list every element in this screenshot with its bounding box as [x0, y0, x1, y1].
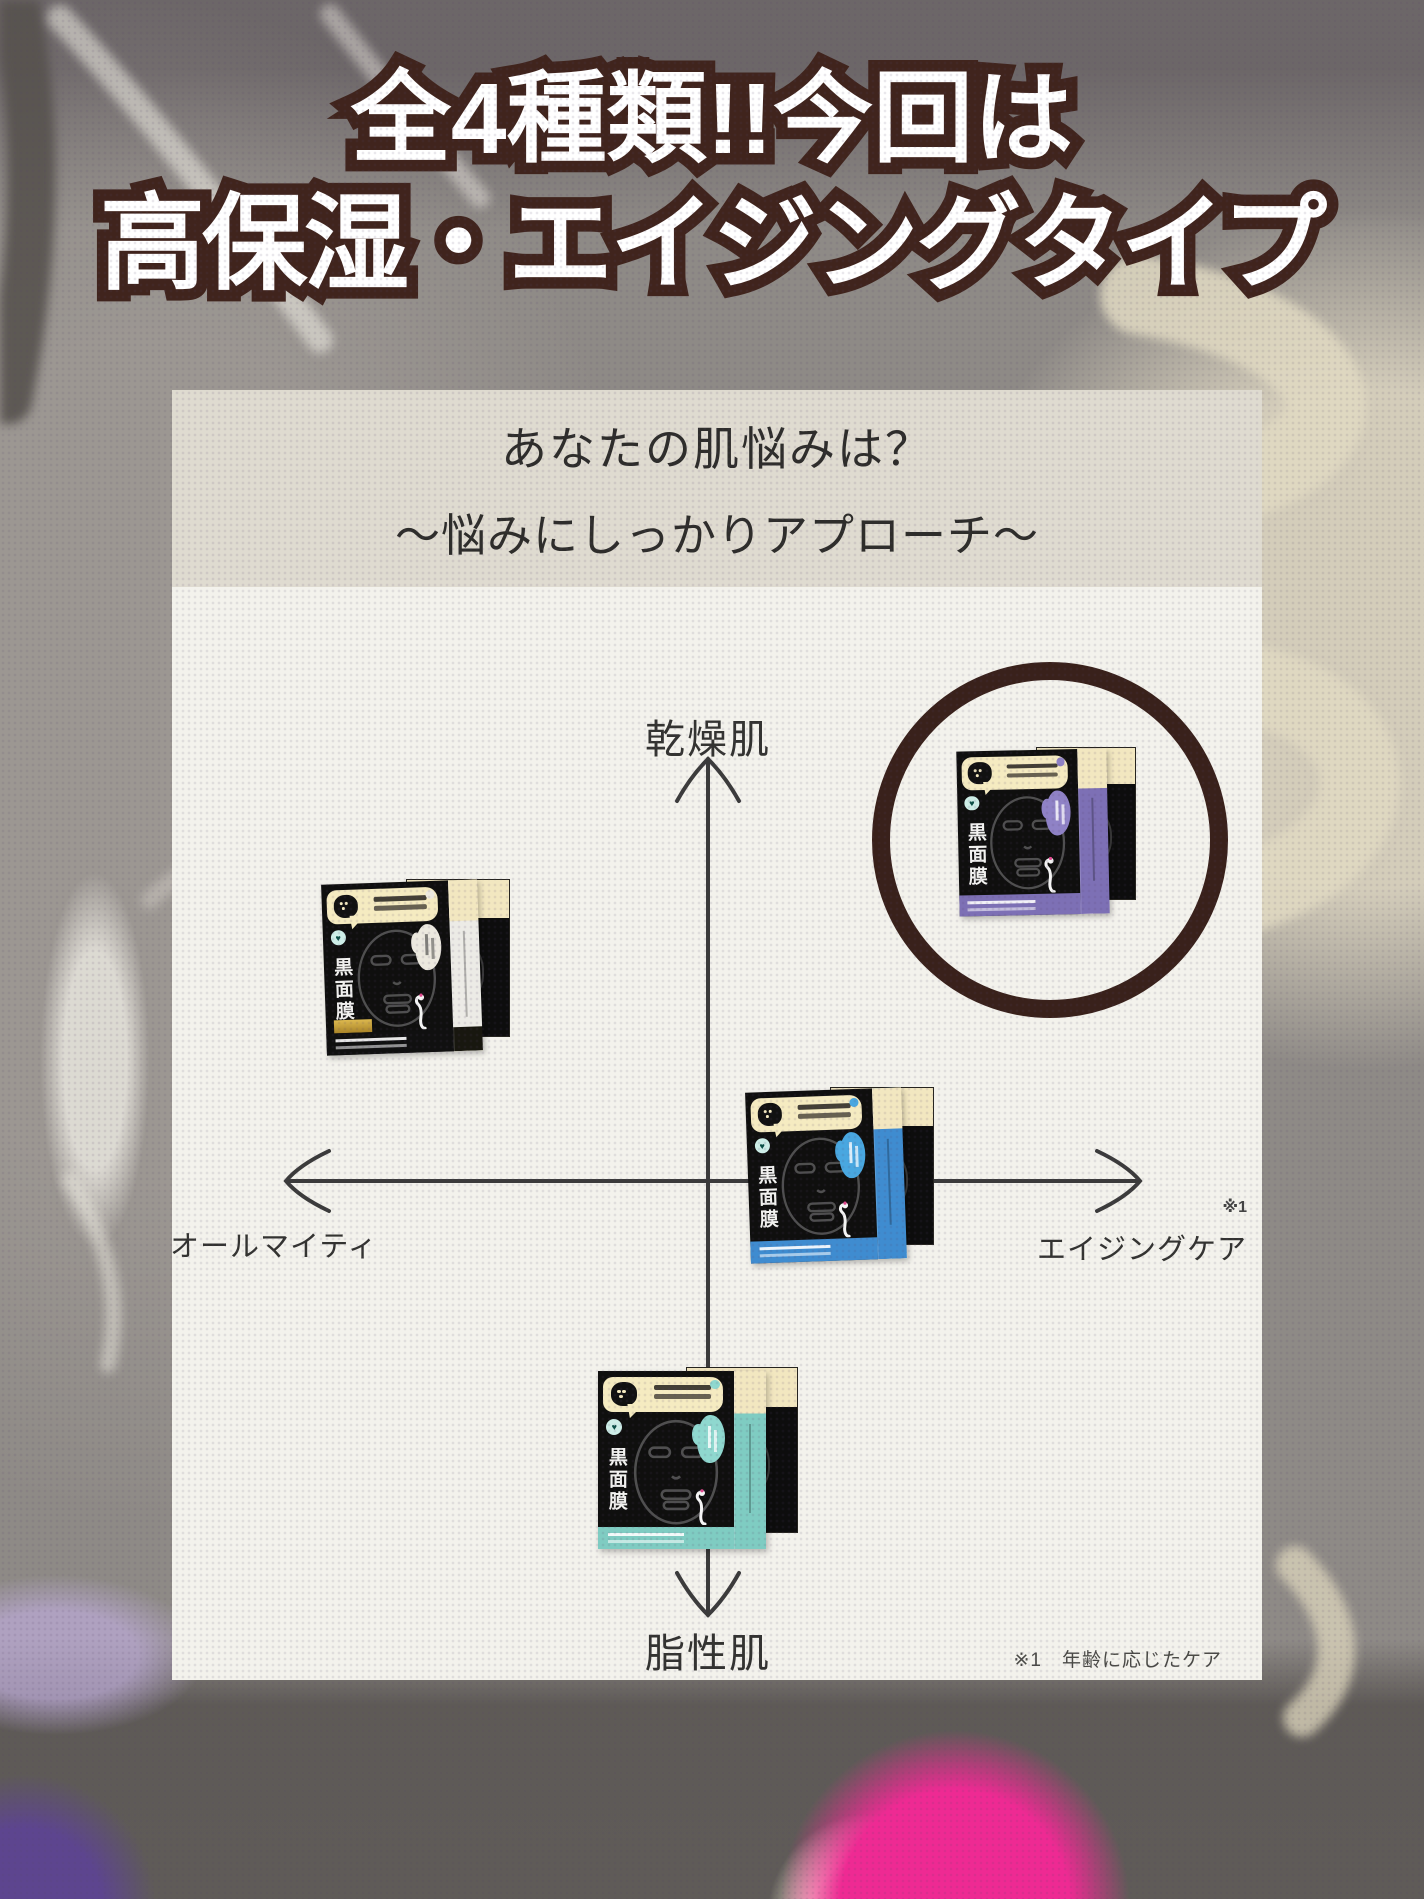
panel-heading-line-2: 〜悩みにしっかりアプローチ〜 [394, 510, 1039, 561]
bottom-strip [598, 1526, 735, 1549]
headline-line-1-outline: 全4種類!!今回は [339, 52, 1084, 187]
bubble-text-lines [797, 1103, 851, 1111]
accent-dot-icon [849, 1097, 859, 1107]
right-arrowhead-icon [1095, 1149, 1143, 1213]
down-arrowhead-icon [675, 1571, 741, 1618]
left-arrowhead-icon [283, 1149, 331, 1213]
headline-line-2-outline: 高保湿・エイジングタイプ [88, 175, 1338, 315]
headline-line-1-fill: 全4種類!!今回は [350, 63, 1074, 175]
headline-line-2: 高保湿・エイジングタイプ 高保湿・エイジングタイプ [0, 175, 1424, 316]
mini-face-icon [333, 895, 359, 919]
splash-icon [692, 1415, 725, 1464]
bubble-text-lines [653, 1385, 712, 1391]
face-mask-illustration [781, 1137, 861, 1236]
axis-note-reference: ※1 [1222, 1199, 1247, 1216]
goose-icon [695, 1489, 707, 1525]
headline: 全4種類!!今回は 全4種類!!今回は 高保湿・エイジングタイプ 高保湿・エイジ… [0, 52, 1424, 316]
panel-heading-line-1: あなたの肌悩みは？ [501, 423, 933, 475]
up-arrowhead-icon [675, 756, 741, 803]
product-box-black: ♥ 黒面膜 [321, 877, 510, 1056]
accent-dot-icon [710, 1379, 720, 1389]
face-mask-illustration [357, 929, 437, 1028]
footnote: ※1 年齢に応じたケア [1013, 1650, 1222, 1671]
quadrant-panel: あなたの肌悩みは？ 〜悩みにしっかりアプローチ〜 乾燥肌 脂性肌 オールマイティ… [170, 390, 1262, 1680]
headline-line-1: 全4種類!!今回は 全4種類!!今回は [0, 52, 1424, 187]
speech-bubble [326, 886, 439, 925]
bubble-text-lines [373, 895, 427, 903]
brand-logo-icon: ♥ [754, 1138, 770, 1155]
product-box-black-front: ♥ 黒面膜 [321, 879, 484, 1056]
goose-icon [415, 993, 427, 1030]
product-box-blue: ♥ 黒面膜 [745, 1085, 934, 1264]
package-vertical-label: 黒面膜 [754, 1165, 779, 1233]
axis-label-aging-care: エイジングケア [1036, 1234, 1247, 1266]
mini-face-icon [610, 1382, 637, 1407]
speech-bubble [603, 1376, 724, 1413]
bottom-strip [750, 1237, 878, 1264]
highlight-circle [872, 662, 1228, 1018]
bottom-strip [326, 1029, 454, 1056]
speech-bubble [750, 1094, 863, 1133]
package-vertical-label: 黒面膜 [330, 957, 355, 1025]
accent-dot-icon [425, 889, 435, 899]
product-box-blue-side [871, 1087, 908, 1260]
product-box-blue-front: ♥ 黒面膜 [745, 1087, 908, 1264]
package-vertical-label: 黒面膜 [605, 1447, 627, 1514]
headline-line-2-fill: 高保湿・エイジングタイプ [99, 186, 1327, 303]
axis-label-oily-skin: 脂性肌 [645, 1632, 771, 1676]
panel-header: あなたの肌悩みは？ 〜悩みにしっかりアプローチ〜 [172, 390, 1262, 587]
product-box-teal-front: ♥ 黒面膜 [598, 1370, 766, 1549]
mini-face-icon [757, 1103, 783, 1127]
product-box-black-side [447, 879, 484, 1052]
brand-logo-icon: ♥ [330, 930, 346, 947]
product-box-teal: ♥ 黒面膜 [598, 1365, 798, 1549]
brand-logo-icon: ♥ [606, 1418, 623, 1436]
axis-label-dry-skin: 乾燥肌 [645, 718, 771, 762]
product-box-teal-side [734, 1370, 766, 1549]
axis-label-allmighty: オールマイティ [170, 1231, 378, 1263]
quadrant-chart: 乾燥肌 脂性肌 オールマイティ エイジングケア ※1 ♥ 黒面膜 [170, 587, 1262, 1680]
goose-icon [839, 1201, 851, 1238]
